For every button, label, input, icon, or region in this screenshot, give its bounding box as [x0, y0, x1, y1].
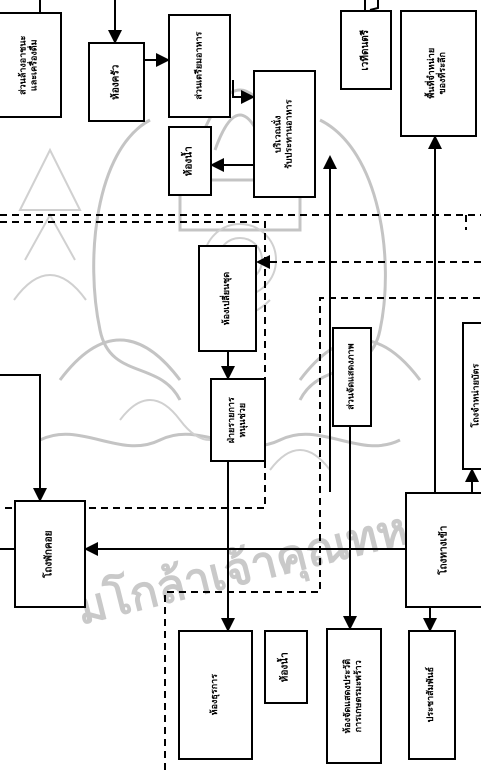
node-dish-wash-label: ส่วนล้างอาชนะ และเครื่องดื่ม: [19, 35, 42, 94]
node-ticket-partial-label: โถงจำหน่ายบัตร: [471, 364, 481, 428]
node-rest-hall-label: โถงพักคอย: [44, 530, 57, 578]
node-display-area: ส่วนจัดแสดงภาพ: [332, 327, 372, 427]
node-service-dining: บริเวณนั่ง รับประทานอาหาร: [253, 70, 316, 198]
node-food-prep-label: ส่วนเตรียมอาหาร: [194, 32, 205, 100]
node-changing-room: ห้องเปลี่ยนชุด: [198, 245, 257, 352]
node-food-prep: ส่วนเตรียมอาหาร: [168, 14, 231, 118]
node-pr-office: ประชาสัมพันธ์: [408, 630, 456, 760]
node-toilet-b-label: ห้องน้ำ: [280, 652, 293, 682]
node-exhibit-room-label: ห้องจัดแสดงประวัติ การเกษตรมะพร้าว: [343, 659, 366, 734]
node-ticket-partial: โถงจำหน่ายบัตร: [462, 322, 481, 470]
node-changing-room-label: ห้องเปลี่ยนชุด: [222, 272, 233, 325]
node-ticket-office-label: ฝ่ายรายการ หนุนช่วย: [227, 397, 250, 443]
node-kitchen-label: ห้องครัว: [110, 64, 123, 99]
node-shop-label: พื้นที่จำหน่าย ของที่ระลึก: [427, 48, 450, 99]
node-dish-wash: ส่วนล้างอาชนะ และเครื่องดื่ม: [0, 12, 62, 118]
node-kitchen: ห้องครัว: [88, 42, 145, 122]
arrow-shop-stage: [370, 0, 378, 10]
node-ticket-office: ฝ่ายรายการ หนุนช่วย: [210, 378, 266, 462]
node-service-dining-label: บริเวณนั่ง รับประทานอาหาร: [273, 99, 296, 168]
node-stage-label: เวทีดนตรี: [360, 30, 373, 71]
arrow-top-into-rest-hall: [0, 375, 40, 500]
node-stage: เวทีดนตรี: [340, 10, 392, 90]
node-admin-room-label: ห้องธุรการ: [210, 674, 221, 715]
node-lobby-label: โถงทางเข้า: [439, 525, 452, 574]
node-display-area-label: ส่วนจัดแสดงภาพ: [346, 344, 357, 410]
node-lobby: โถงทางเข้า: [405, 492, 481, 608]
node-toilet-a: ห้องน้ำ: [168, 126, 212, 196]
node-shop: พื้นที่จำหน่าย ของที่ระลึก: [400, 10, 477, 137]
arrow-prep-to-dining: [233, 80, 253, 97]
node-toilet-a-label: ห้องน้ำ: [184, 146, 197, 176]
node-exhibit-room: ห้องจัดแสดงประวัติ การเกษตรมะพร้าว: [326, 628, 382, 764]
node-toilet-b: ห้องน้ำ: [264, 630, 308, 704]
node-rest-hall: โถงพักคอย: [14, 500, 86, 608]
node-pr-office-label: ประชาสัมพันธ์: [426, 667, 437, 723]
node-admin-room: ห้องธุรการ: [178, 630, 253, 760]
